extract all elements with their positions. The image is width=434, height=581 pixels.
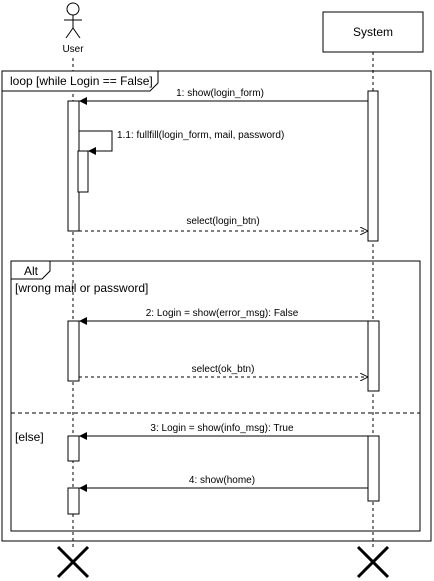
message-7-label: 4: show(home) xyxy=(189,475,255,486)
alt-guard-else: [else] xyxy=(15,430,44,444)
user-activation-nested xyxy=(77,150,89,193)
system-activation-2 xyxy=(367,320,380,392)
user-actor-icon xyxy=(64,2,82,39)
user-activation-1 xyxy=(67,100,80,232)
message-2-label: 1.1: fullfill(login_form, mail, password… xyxy=(117,130,284,141)
system-activation-1 xyxy=(367,90,379,242)
message-6-label: 3: Login = show(info_msg): True xyxy=(150,423,294,434)
user-actor-label: User xyxy=(62,44,84,55)
message-1-label: 1: show(login_form) xyxy=(176,88,264,99)
alt-fragment xyxy=(10,260,421,532)
message-2-self-arrow xyxy=(79,130,113,155)
system-destroy-icon xyxy=(356,545,390,579)
alt-fragment-label: Alt xyxy=(24,264,39,278)
alt-fragment-tab xyxy=(10,260,51,280)
loop-fragment-label: loop [while Login == False] xyxy=(10,74,153,88)
system-activation-3 xyxy=(367,435,380,502)
alt-guard-wrong: [wrong mail or password] xyxy=(15,281,148,295)
system-participant-box xyxy=(322,11,424,53)
message-3-label: select(login_btn) xyxy=(186,216,259,227)
user-activation-2 xyxy=(67,320,80,382)
loop-fragment-tab xyxy=(1,70,159,92)
user-activation-3 xyxy=(67,435,80,462)
user-destroy-icon xyxy=(56,545,90,579)
loop-fragment xyxy=(1,70,432,542)
system-participant-label: System xyxy=(353,25,393,39)
message-5-label: select(ok_btn) xyxy=(192,364,255,375)
message-4-label: 2: Login = show(error_msg): False xyxy=(146,308,299,319)
user-activation-4 xyxy=(67,487,80,515)
